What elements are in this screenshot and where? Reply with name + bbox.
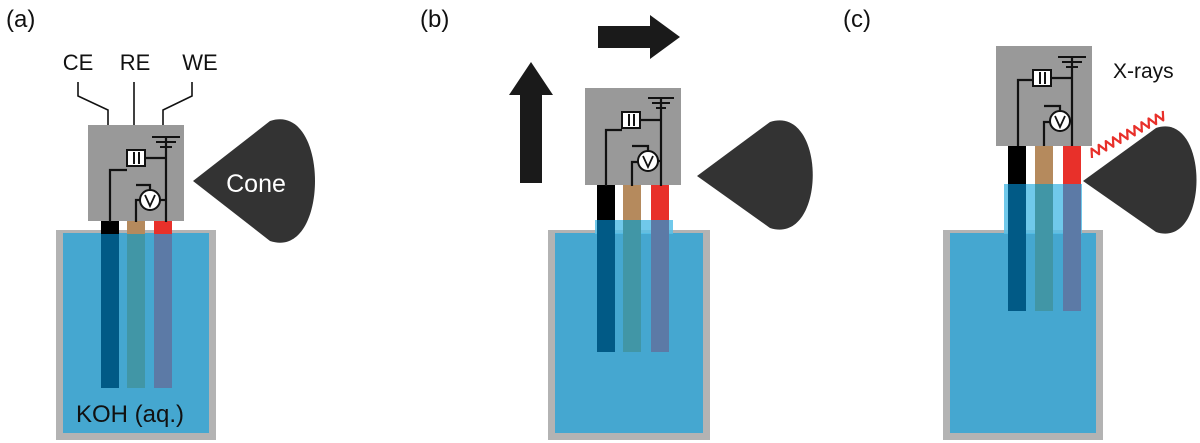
ce-label: CE <box>63 50 94 75</box>
reference-electrode <box>1035 184 1053 311</box>
re-contact <box>623 184 641 220</box>
re-label: RE <box>120 50 151 75</box>
working-electrode <box>651 220 669 352</box>
panel-c-label: (c) <box>843 6 871 33</box>
xray-wave-icon <box>1090 110 1165 159</box>
xrays-label: X-rays <box>1113 60 1174 83</box>
arrow-up-icon <box>509 62 553 183</box>
arrow-right-icon <box>598 15 680 59</box>
re-contact <box>127 220 145 234</box>
we-contact <box>154 220 172 234</box>
reference-electrode <box>127 234 145 388</box>
we-contact <box>651 184 669 220</box>
ce-contact <box>101 220 119 234</box>
potentiostat <box>585 88 681 186</box>
cone-label: Cone <box>226 170 286 198</box>
potentiostat <box>996 46 1092 146</box>
ce-contact <box>1008 144 1026 184</box>
panel-b: (b) <box>420 6 813 440</box>
re-contact <box>1035 144 1053 184</box>
working-electrode <box>154 234 172 388</box>
potentiostat <box>88 125 184 222</box>
working-electrode <box>1063 184 1081 311</box>
panel-c: (c) <box>843 6 1197 440</box>
panel-a: (a) CE RE WE <box>6 6 315 440</box>
detector-cone <box>1083 126 1197 234</box>
counter-electrode <box>597 220 615 352</box>
detector-cone <box>697 120 813 230</box>
counter-electrode <box>101 234 119 388</box>
panel-b-label: (b) <box>420 6 449 33</box>
counter-electrode <box>1008 184 1026 311</box>
we-label: WE <box>182 50 217 75</box>
detector-cone: Cone <box>193 119 315 243</box>
koh-label: KOH (aq.) <box>76 401 184 428</box>
we-contact <box>1063 144 1081 184</box>
panel-a-label: (a) <box>6 6 35 33</box>
reference-electrode <box>623 220 641 352</box>
electrode-leader-lines <box>77 82 193 125</box>
ce-contact <box>597 184 615 220</box>
